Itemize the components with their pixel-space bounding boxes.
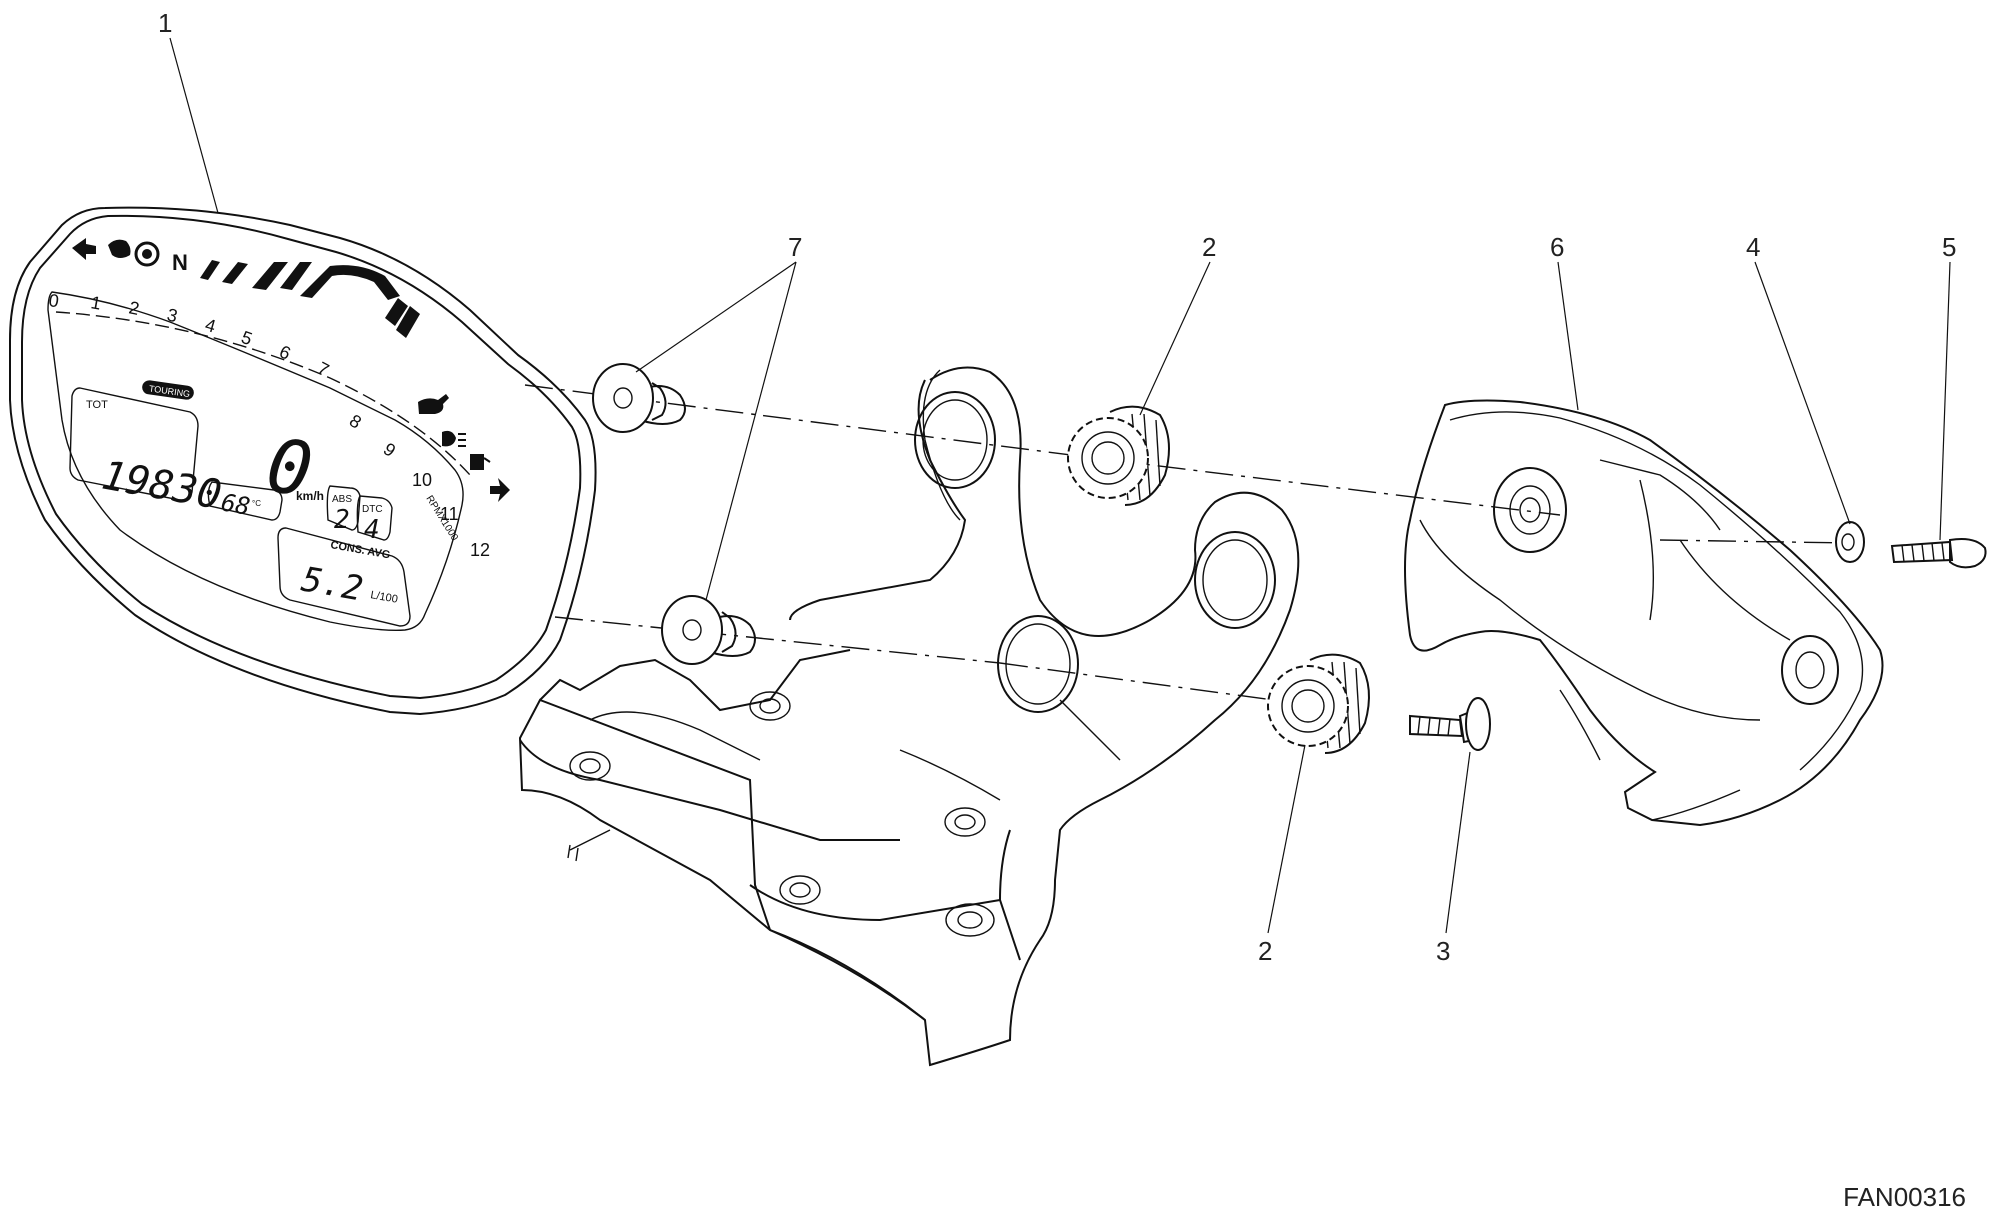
fuel-reserve-icon	[470, 454, 491, 470]
callout-2-lower: 2	[1258, 936, 1272, 966]
rpm-tick-4: 4	[203, 315, 218, 337]
callout-6: 6	[1550, 232, 1564, 262]
leader-lines	[169, 37, 1951, 934]
dtc-value: 4	[364, 515, 380, 545]
callout-2-upper: 2	[1202, 232, 1216, 262]
grommet-lower	[661, 595, 756, 665]
screw-bolt	[1890, 538, 1987, 569]
touring-badge	[142, 380, 194, 400]
callout-5: 5	[1942, 232, 1956, 262]
headlight-icon	[442, 430, 466, 447]
rear-cover	[1404, 399, 1884, 827]
rpm-tick-6: 6	[276, 341, 293, 363]
cons-avg-value: 5.2	[298, 559, 365, 609]
temperature-value: 68	[219, 488, 252, 521]
rpm-tick-11: 11	[440, 504, 459, 524]
rpm-tick-7: 7	[314, 358, 332, 380]
temperature-unit: °C	[252, 499, 261, 508]
rpm-tick-3: 3	[165, 304, 180, 326]
callouts: 1 2 2 3 4 5 6 7	[158, 8, 1956, 966]
left-turn-indicator-icon	[72, 238, 96, 260]
rpm-tick-8: 8	[346, 410, 365, 432]
shift-light-bar	[200, 260, 420, 338]
odometer-value: 19830	[98, 453, 225, 519]
rpm-tick-5: 5	[239, 327, 255, 349]
neutral-indicator: N	[172, 250, 188, 275]
oil-pressure-icon	[418, 394, 449, 414]
cons-avg-label: CONS. AVG	[329, 539, 391, 561]
callout-4: 4	[1746, 232, 1760, 262]
dtc-label: DTC	[362, 504, 383, 515]
callout-7: 7	[788, 232, 802, 262]
rpm-scale: 0 1 2 3 4 5 6 7 8 9 10 11 12	[47, 290, 490, 560]
grommet-upper	[592, 363, 686, 433]
abs-value: 2	[334, 505, 350, 535]
speed-unit: km/h	[296, 489, 324, 503]
instrument-cluster: N 0 1	[9, 206, 597, 716]
rpm-tick-9: 9	[380, 439, 399, 461]
knurled-nut-upper	[1067, 405, 1170, 506]
cons-avg-unit: L/100	[369, 589, 398, 606]
rpm-tick-0: 0	[47, 290, 60, 311]
mounting-bracket	[518, 366, 1300, 1067]
callout-1: 1	[158, 8, 172, 38]
high-beam-icon	[108, 239, 131, 258]
total-label: TOT	[86, 399, 108, 411]
screw-with-washer	[1409, 697, 1491, 751]
abs-warning-icon	[134, 241, 160, 267]
drawing-reference-code: FAN00316	[1843, 1182, 1966, 1212]
rpm-tick-10: 10	[412, 470, 432, 490]
rpm-tick-12: 12	[470, 540, 490, 560]
callout-3: 3	[1436, 936, 1450, 966]
rpm-tick-2: 2	[127, 297, 141, 319]
right-turn-indicator-icon	[490, 478, 510, 502]
knurled-nut-lower	[1267, 653, 1370, 754]
washer	[1835, 521, 1865, 563]
rpm-tick-1: 1	[89, 292, 102, 313]
abs-label: ABS	[332, 494, 352, 505]
